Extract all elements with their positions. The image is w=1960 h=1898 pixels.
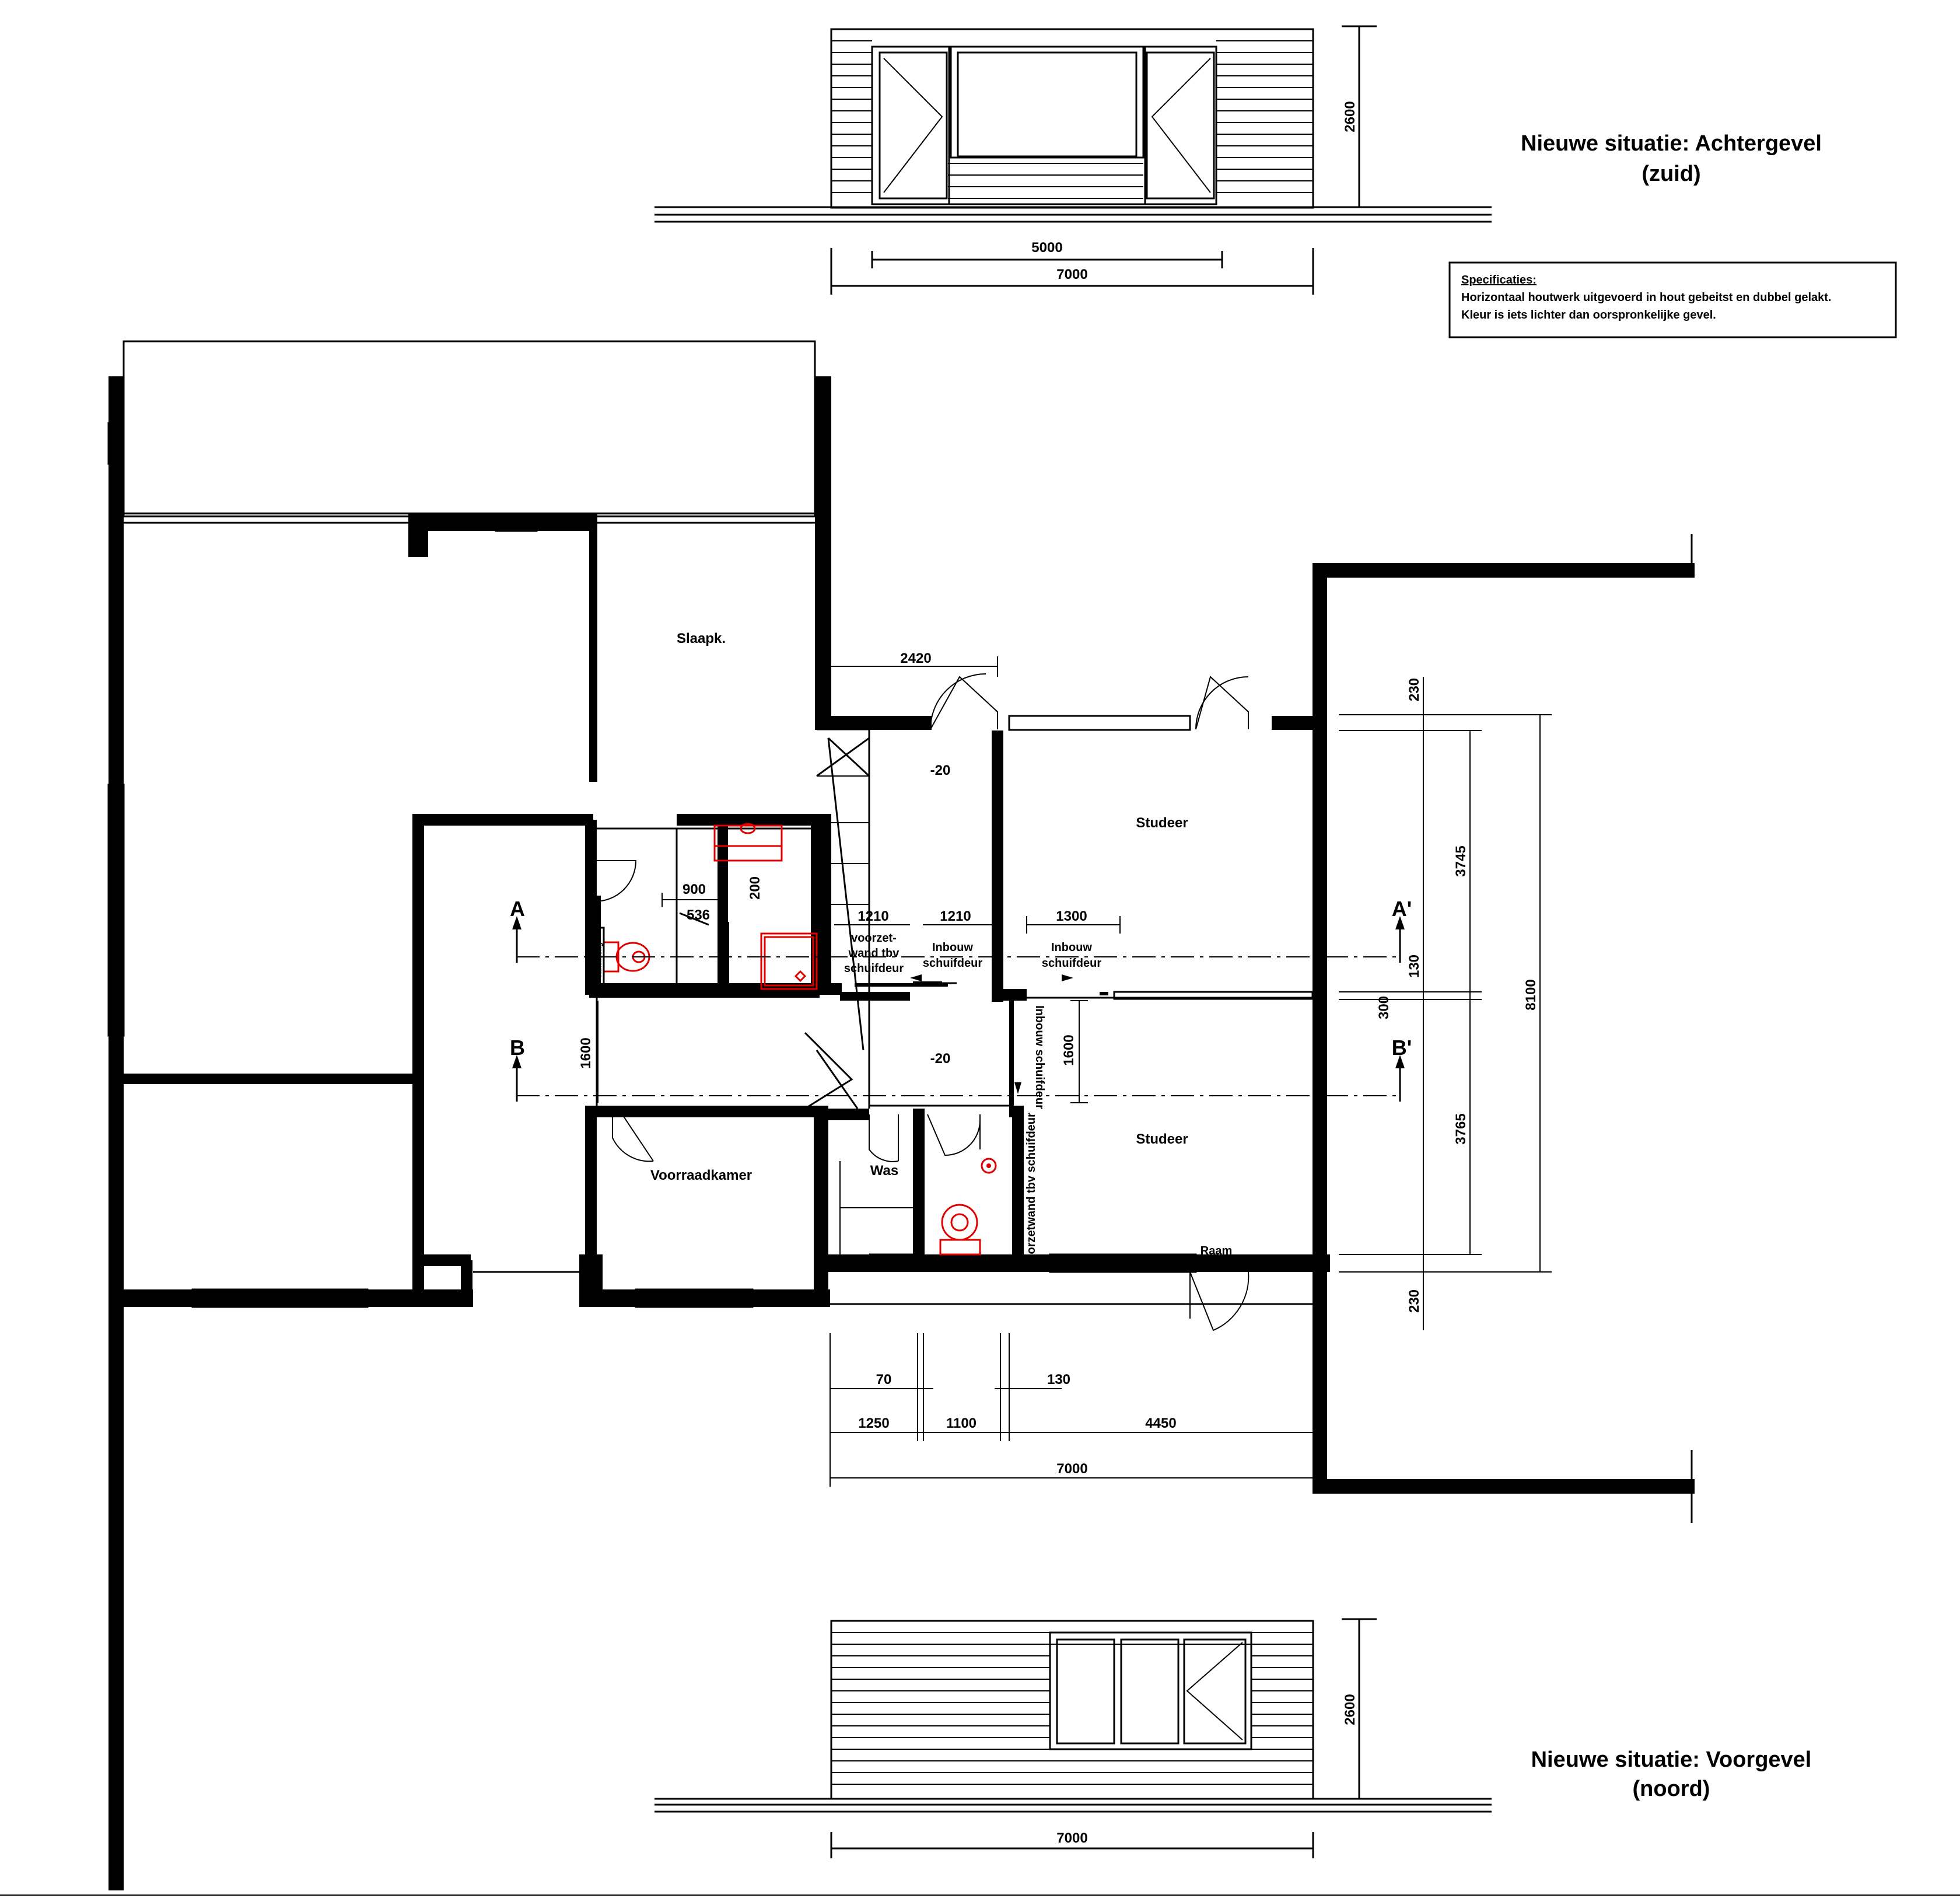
inbouw-note-1b: schuifdeur (923, 957, 982, 970)
sanitary-fixtures (603, 823, 997, 1256)
front-elevation: 2600 7000 Nieuwe situatie: Voorgevel (no… (654, 1618, 1812, 1858)
dim-300: 300 (1376, 996, 1392, 1019)
dim-900: 900 (682, 882, 706, 897)
specifications-line-2: Kleur is iets lichter dan oorspronkelijk… (1461, 309, 1716, 321)
dim-1300: 1300 (1056, 908, 1087, 924)
section-a-prime-label: A' (1392, 897, 1412, 921)
inbouw-vertical-note: Inbouw schuifdeur (1033, 1005, 1046, 1109)
section-b-label: B (510, 1036, 525, 1060)
front-width-dim: 7000 (1056, 1830, 1087, 1846)
room-slaapkamer: Slaapk. (677, 631, 726, 646)
voorzetwand-vertical-note: voorzetwand tbv schuifdeur (1025, 1113, 1038, 1268)
voorzetwand-note-3: schuifdeur (844, 962, 904, 975)
dim-4450: 4450 (1145, 1415, 1176, 1431)
room-was: Was (870, 1163, 898, 1179)
front-elevation-title: Nieuwe situatie: Voorgevel (1531, 1747, 1812, 1772)
raam-label: Raam (1200, 1245, 1232, 1257)
dim-7000-plan: 7000 (1056, 1461, 1087, 1477)
room-voorraadkamer: Voorraadkamer (650, 1168, 752, 1183)
voorzetwand-note-1: voorzet- (851, 932, 897, 945)
room-studeer-top: Studeer (1136, 815, 1188, 831)
voorzetwand-note-2: wand tbv (848, 947, 900, 960)
specifications-heading: Specificaties: (1461, 274, 1536, 286)
rear-elevation: 2600 5000 7000 Nieuwe situatie: Achterge… (654, 25, 1822, 295)
inbouw-note-2a: Inbouw (1051, 941, 1092, 954)
level-top: -20 (930, 763, 951, 778)
front-elevation-subtitle: (noord) (1633, 1777, 1710, 1801)
front-height-dim: 2600 (1342, 1694, 1358, 1725)
floor-plan: Kl.w.Meng A B A' B' Slaapk. Studeer Stud… (107, 340, 1695, 1890)
specifications-box: Specificaties: Horizontaal houtwerk uitg… (1448, 261, 1897, 338)
rear-width-dim: 7000 (1056, 267, 1087, 282)
dim-230-bottom: 230 (1406, 1289, 1422, 1313)
dim-1210-a: 1210 (858, 908, 888, 924)
dim-1600-mid: 1600 (1061, 1034, 1077, 1065)
dim-2420: 2420 (900, 651, 931, 666)
rear-elevation-title: Nieuwe situatie: Achtergevel (1521, 131, 1822, 156)
kl-w-meng-label: Kl.w.Meng (595, 943, 603, 977)
dim-1100: 1100 (946, 1415, 977, 1431)
dim-3745: 3745 (1453, 845, 1469, 876)
specifications-line-1: Horizontaal houtwerk uitgevoerd in hout … (1461, 291, 1832, 304)
dim-1210-b: 1210 (940, 908, 971, 924)
dim-200: 200 (747, 876, 763, 900)
inbouw-note-1a: Inbouw (932, 941, 973, 954)
level-bottom: -20 (930, 1051, 951, 1067)
dim-230-top: 230 (1406, 678, 1422, 701)
dim-8100: 8100 (1523, 979, 1539, 1010)
dim-1600-left: 1600 (578, 1037, 594, 1068)
inbouw-note-2b: schuifdeur (1042, 957, 1101, 970)
rear-height-dim: 2600 (1342, 101, 1358, 132)
dim-130: 130 (1406, 955, 1422, 978)
doors (594, 673, 1250, 1331)
section-a-label: A (510, 897, 525, 921)
rear-inner-width-dim: 5000 (1031, 240, 1062, 256)
dim-130-bottom: 130 (1047, 1372, 1070, 1387)
rear-elevation-subtitle: (zuid) (1642, 162, 1700, 186)
dim-1250: 1250 (858, 1415, 889, 1431)
room-studeer-bottom: Studeer (1136, 1131, 1188, 1147)
dim-3765: 3765 (1453, 1113, 1469, 1144)
section-b-prime-label: B' (1392, 1036, 1412, 1060)
dim-70: 70 (876, 1372, 892, 1387)
dim-536: 536 (687, 907, 710, 923)
